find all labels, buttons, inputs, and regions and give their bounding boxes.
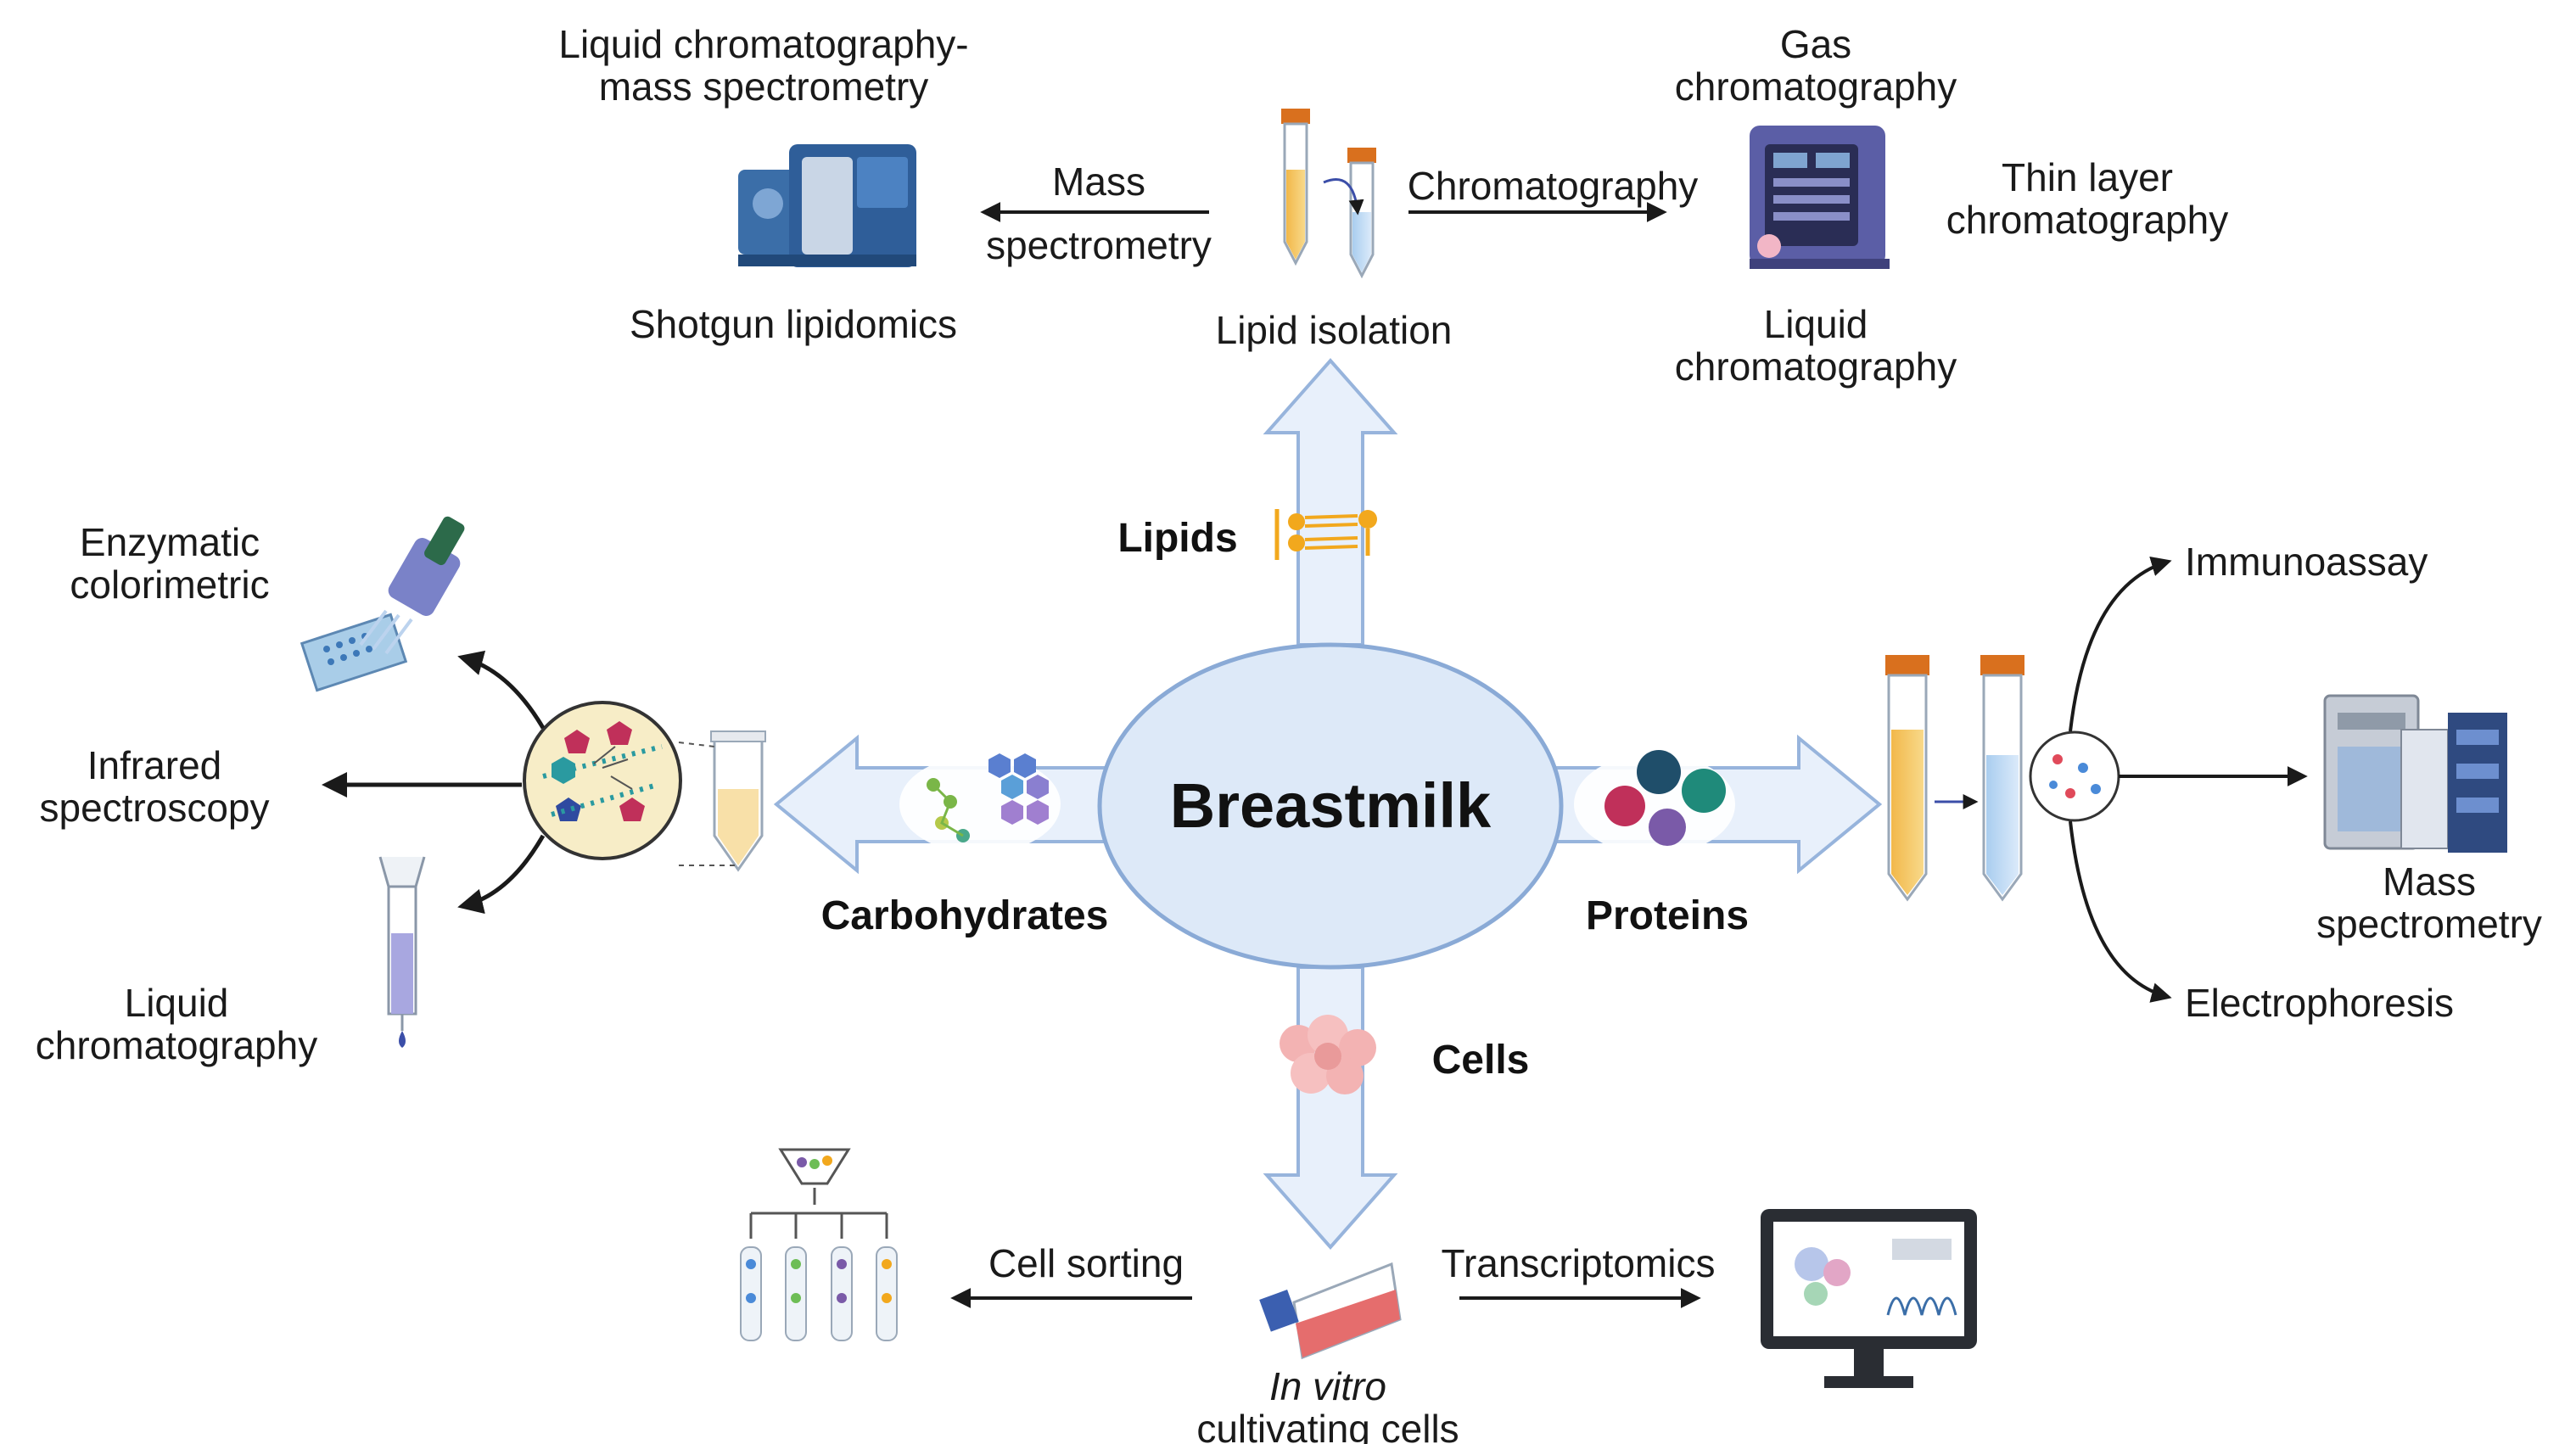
carb-lc-label-1: Liquid [125, 981, 229, 1025]
tlc-label-2: chromatography [1946, 198, 2228, 242]
protein-ms-label-1: Mass [2383, 859, 2476, 904]
sample-tube-icon [710, 730, 766, 872]
lcms-label-2: mass spectrometry [599, 64, 929, 109]
lipid-isolation-tubes-icon [1281, 109, 1376, 279]
shotgun-lipidomics-label: Shotgun lipidomics [630, 302, 957, 346]
cell-sorter-icon [740, 1148, 898, 1341]
cell-cluster-icon [1280, 1015, 1376, 1094]
lipid-molecule-icon [1274, 509, 1377, 560]
lipid-isolation-label: Lipid isolation [1216, 308, 1453, 352]
lipid-lc-label-1: Liquid [1764, 302, 1868, 346]
infrared-label-1: Infrared [87, 743, 222, 787]
arrow-to-enzymatic [457, 650, 546, 730]
arrow-to-carb-lc [457, 834, 546, 915]
electrophoresis-label: Electrophoresis [2185, 981, 2454, 1025]
lcms-instrument-icon [738, 144, 916, 267]
enzymatic-label-2: colorimetric [70, 562, 269, 607]
cell-sorting-label: Cell sorting [988, 1241, 1184, 1285]
lc-column-icon [378, 856, 426, 1048]
proteins-label: Proteins [1586, 893, 1749, 938]
cultivating-cells-label: cultivating cells [1196, 1407, 1459, 1444]
infrared-label-2: spectroscopy [39, 786, 269, 830]
gas-chrom-label-1: Gas [1780, 22, 1851, 66]
enzymatic-label-1: Enzymatic [80, 520, 260, 564]
breastmilk-node: Breastmilk [1097, 642, 1564, 970]
lipids-label: Lipids [1117, 516, 1237, 561]
lcms-label-1: Liquid chromatography- [558, 22, 968, 66]
magnified-carbohydrates-icon [523, 701, 682, 860]
tlc-label-1: Thin layer [2002, 155, 2173, 199]
in-vitro-label: In vitro [1269, 1364, 1386, 1408]
gas-chromatograph-icon [1750, 126, 1890, 269]
protein-tubes-icon [1885, 655, 2120, 902]
center-title: Breastmilk [1170, 770, 1492, 841]
carbohydrates-branch: Carbohydrates [36, 516, 1109, 1067]
protein-molecules-icon [1574, 750, 1735, 855]
arrow-down-cells [1263, 965, 1398, 1251]
arrow-to-immunoassay [2069, 556, 2172, 732]
mass-spec-arrow-label-1: Mass [1052, 160, 1145, 204]
transcriptomics-monitor-icon [1761, 1209, 1977, 1388]
lipids-branch: Lipids Lipid isolation Mass spectrometry [558, 22, 2228, 561]
mass-spec-arrow-label-2: spectrometry [986, 223, 1212, 267]
protein-ms-label-2: spectrometry [2316, 902, 2542, 946]
protein-mass-spectrometer-icon [2323, 694, 2507, 853]
carbohydrate-molecules-icon [899, 753, 1061, 854]
chromatography-arrow-label: Chromatography [1408, 164, 1699, 208]
multichannel-pipette-icon [300, 516, 465, 692]
cells-label: Cells [1432, 1038, 1530, 1083]
arrow-to-electrophoresis [2069, 820, 2172, 1003]
carb-lc-label-2: chromatography [36, 1023, 317, 1067]
proteins-branch: Proteins Immunoassay Electrophoresis [1574, 540, 2542, 1025]
immunoassay-label: Immunoassay [2185, 540, 2428, 584]
arrow-up-lipids [1263, 357, 1398, 646]
gas-chrom-label-2: chromatography [1675, 64, 1957, 109]
culture-flask-icon [1259, 1262, 1402, 1360]
transcriptomics-label: Transcriptomics [1442, 1241, 1716, 1285]
carbohydrates-label: Carbohydrates [821, 893, 1109, 938]
lipid-lc-label-2: chromatography [1675, 344, 1957, 389]
cells-branch: Cells In vitro cultivating cells Cell so… [740, 1015, 1977, 1444]
